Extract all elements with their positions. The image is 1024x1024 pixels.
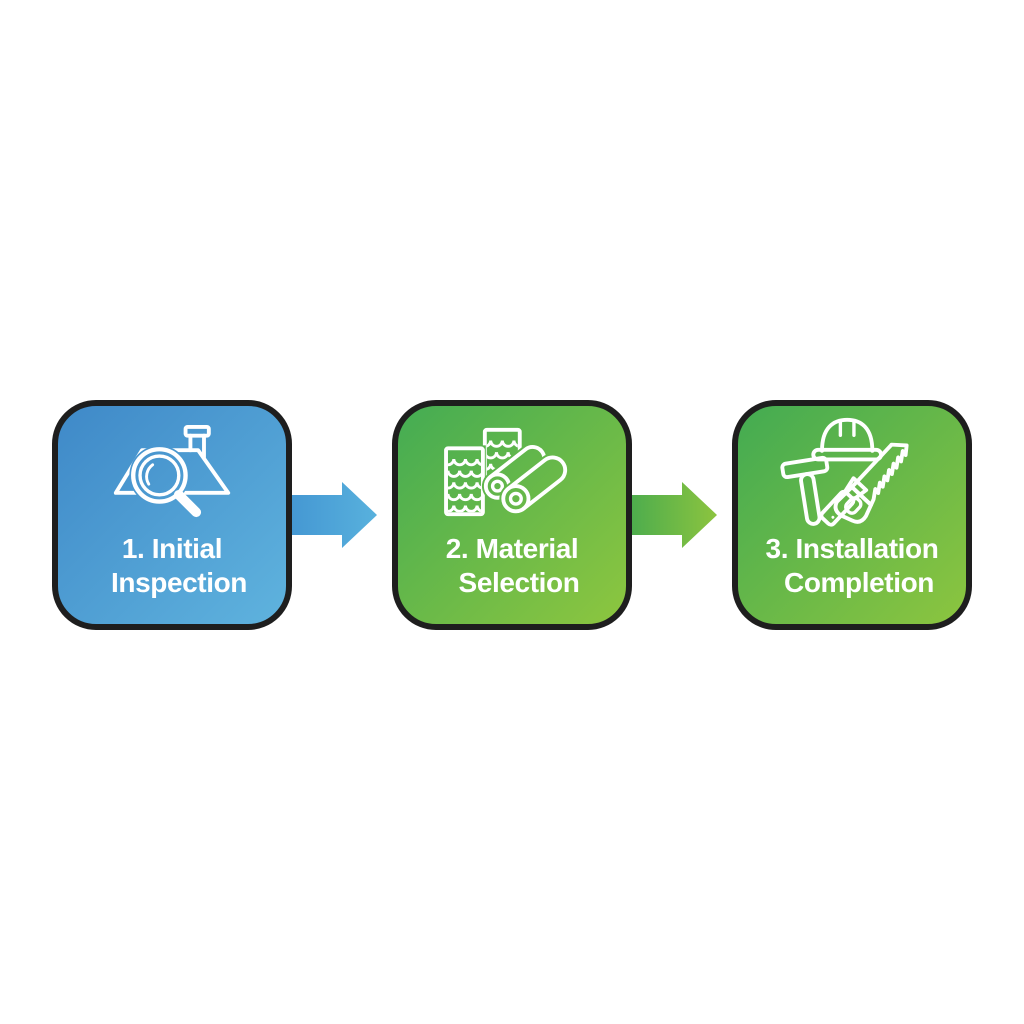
roof-inspection-magnifier-icon	[109, 416, 235, 530]
step-label: 1. Initial Inspection	[104, 532, 247, 600]
step-label-line2: Selection	[458, 567, 580, 598]
flow-right-arrow-icon	[292, 482, 377, 548]
step-label-line1: 3. Installation	[765, 533, 939, 564]
step-label: 2. Material Selection	[445, 532, 580, 600]
step-label-line2: Inspection	[110, 567, 247, 598]
flow-row: 1. Initial Inspection	[0, 400, 1024, 630]
step-label-line1: 2. Material	[445, 533, 579, 564]
step-label-line1: 1. Initial	[121, 533, 223, 564]
step-box-installation-completion: 3. Installation Completion	[732, 400, 972, 630]
shingle-sheets-and-rolls-icon	[439, 416, 585, 530]
step-box-initial-inspection: 1. Initial Inspection	[52, 400, 292, 630]
construction-tools-icon	[779, 416, 925, 530]
step-label-line2: Completion	[784, 567, 934, 598]
step-box-material-selection: 2. Material Selection	[392, 400, 632, 630]
flow-right-arrow-icon	[632, 482, 717, 548]
step-label: 3. Installation Completion	[766, 532, 939, 600]
